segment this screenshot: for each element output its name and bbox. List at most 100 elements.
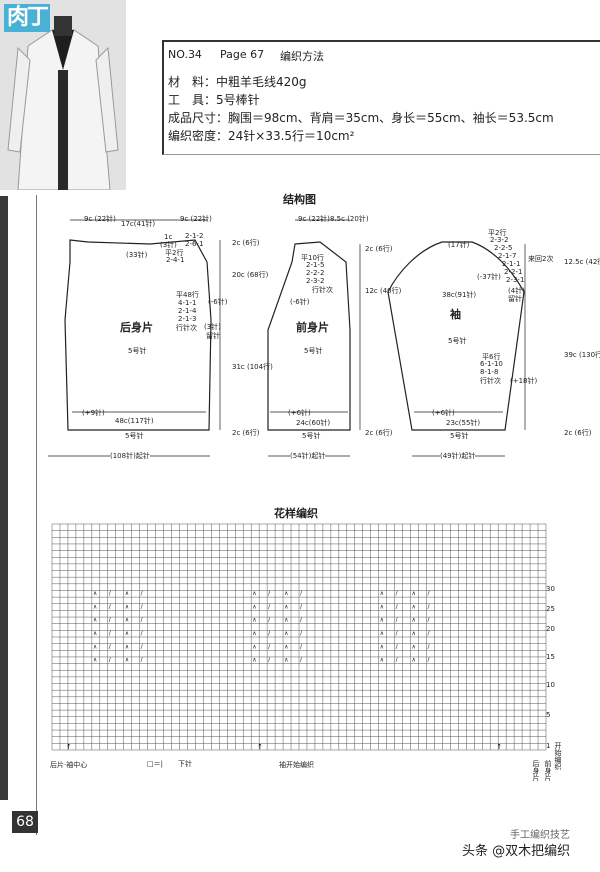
cable-symbol: ∕ [141, 603, 144, 610]
cable-symbol: ∕ [268, 630, 271, 637]
back-label: 留针 [206, 332, 220, 340]
back-label: 9c (22针) [84, 215, 116, 223]
front-label: 24c(60针) [296, 419, 331, 427]
sleeve-label: (+18针) [510, 377, 538, 385]
knitting-chart-grid: ∧∕∧∕∧∕∧∕∧∕∧∕∧∕∧∕∧∕∧∕∧∕∧∕∧∕∧∕∧∕∧∕∧∕∧∕∧∕∧∕… [51, 523, 547, 751]
back-label: (3针) [204, 323, 221, 331]
row-number: 10 [546, 681, 555, 689]
sleeve-label: 2-2-5 [494, 244, 513, 252]
front-label: 行针次 [312, 286, 333, 294]
back-label: 20c (68行) [232, 271, 269, 279]
sleeve-needle: 5号针 [448, 337, 467, 345]
back-label: 5号针 [125, 432, 144, 440]
cable-symbol: ∕ [268, 603, 271, 610]
cable-symbol: ∕ [268, 590, 271, 597]
cable-symbol: ∧ [284, 643, 288, 650]
sleeve-label: 留针 [508, 295, 522, 303]
back-label: 9c (22针) [180, 215, 212, 223]
front-piece-name: 前身片 [296, 321, 329, 334]
watermark-text: 头条 @双木把编织 [462, 840, 571, 859]
cable-symbol: ∕ [109, 590, 112, 597]
row-number: 1 [546, 742, 551, 750]
pattern-number: NO.34 [168, 48, 202, 61]
row-number: 15 [546, 653, 555, 661]
cable-symbol: ∧ [125, 643, 129, 650]
legend-symbol: □＝| [147, 760, 163, 768]
back-label: (108针)起针 [110, 451, 150, 461]
sleeve-label: 2-3-2 [490, 236, 509, 244]
sleeve-label: 平2行 [488, 229, 507, 237]
cable-symbol: ∧ [380, 630, 384, 637]
sleeve-label: (17针) [448, 241, 470, 249]
cable-symbol: ∕ [300, 630, 303, 637]
sleeve-label: 6-1-10 [480, 360, 503, 368]
cable-symbol: ∧ [93, 630, 97, 637]
garment-photo [0, 0, 126, 190]
cable-symbol: ∧ [125, 590, 129, 597]
back-label: 4-1-1 [178, 299, 197, 307]
back-label: 2-1-3 [178, 315, 197, 323]
cable-symbol: ∧ [93, 590, 97, 597]
cable-symbol: ∕ [396, 657, 399, 664]
front-label: 2c (6行) [365, 245, 393, 253]
sleeve-label: (49针)起针 [440, 451, 476, 461]
cable-symbol: ∕ [427, 603, 430, 610]
cable-symbol: ∧ [252, 630, 256, 637]
cable-symbol: ∧ [252, 643, 256, 650]
cable-symbol: ∧ [252, 603, 256, 610]
cable-symbol: ∧ [380, 617, 384, 624]
spec-size: 成品尺寸：胸围＝98cm、背肩＝35cm、身长＝55cm、袖长＝53.5cm [168, 111, 554, 125]
front-label: 5号针 [302, 432, 321, 440]
cable-symbol: ∧ [380, 643, 384, 650]
cable-symbol: ∧ [125, 630, 129, 637]
cable-symbol: ∧ [380, 590, 384, 597]
cable-symbol: ∕ [396, 643, 399, 650]
back-label: (33针) [126, 251, 148, 259]
front-label: 2c (6行) [365, 429, 393, 437]
back-piece-name: 后身片 [120, 321, 153, 334]
sleeve-outline [387, 241, 525, 431]
cable-symbol: ∧ [284, 630, 288, 637]
back-needle: 5号针 [128, 347, 147, 355]
back-label: 2c (6行) [232, 429, 260, 437]
cable-symbol: ∧ [93, 603, 97, 610]
cable-symbol: ∧ [412, 603, 416, 610]
back-label: 2-6-1 [185, 240, 204, 248]
row-number: 30 [546, 585, 555, 593]
row-number: 25 [546, 605, 555, 613]
sleeve-label: 2-2-1 [504, 268, 523, 276]
cable-symbol: ∕ [109, 630, 112, 637]
back-label: 2-1-2 [185, 232, 204, 240]
cable-symbol: ∕ [427, 630, 430, 637]
front-piece-outline [267, 241, 351, 431]
cable-symbol: ∧ [412, 617, 416, 624]
chart-right-label: 开始编织 [554, 742, 562, 770]
cable-symbol: ∧ [412, 630, 416, 637]
cable-symbol: ∕ [396, 590, 399, 597]
cable-symbol: ∕ [141, 590, 144, 597]
back-label: 17c(41针) [121, 220, 156, 228]
watermark-subtext: 手工编织技艺 [510, 830, 570, 841]
cable-symbol: ∧ [284, 590, 288, 597]
cable-symbol: ∧ [252, 657, 256, 664]
cable-symbol: ∕ [141, 657, 144, 664]
cable-symbol: ∕ [141, 617, 144, 624]
cable-symbol: ∕ [300, 617, 303, 624]
cable-symbol: ∧ [412, 657, 416, 664]
back-label: 行针次 [176, 324, 197, 332]
back-label: 1c [164, 233, 173, 241]
legend-back-center: 后片·袖中心 [50, 761, 88, 769]
cable-symbol: ∧ [252, 617, 256, 624]
instructions-box: NO.34 Page 67 编织方法 材 料：中粗羊毛线420g 工 具：5号棒… [162, 40, 600, 155]
sleeve-label: (-37针) [477, 273, 501, 281]
cable-symbol: ∕ [268, 643, 271, 650]
front-needle: 5号针 [304, 347, 323, 355]
start-arrow: ↑ [66, 743, 72, 751]
front-label: 2-1-5 [306, 261, 325, 269]
sleeve-label: 2c (6行) [564, 429, 592, 437]
front-label: 2-3-2 [306, 277, 325, 285]
cable-symbol: ∕ [396, 603, 399, 610]
sleeve-label: 2-1-1 [502, 260, 521, 268]
sleeve-label: (4针) [508, 287, 525, 295]
cable-symbol: ∕ [109, 657, 112, 664]
